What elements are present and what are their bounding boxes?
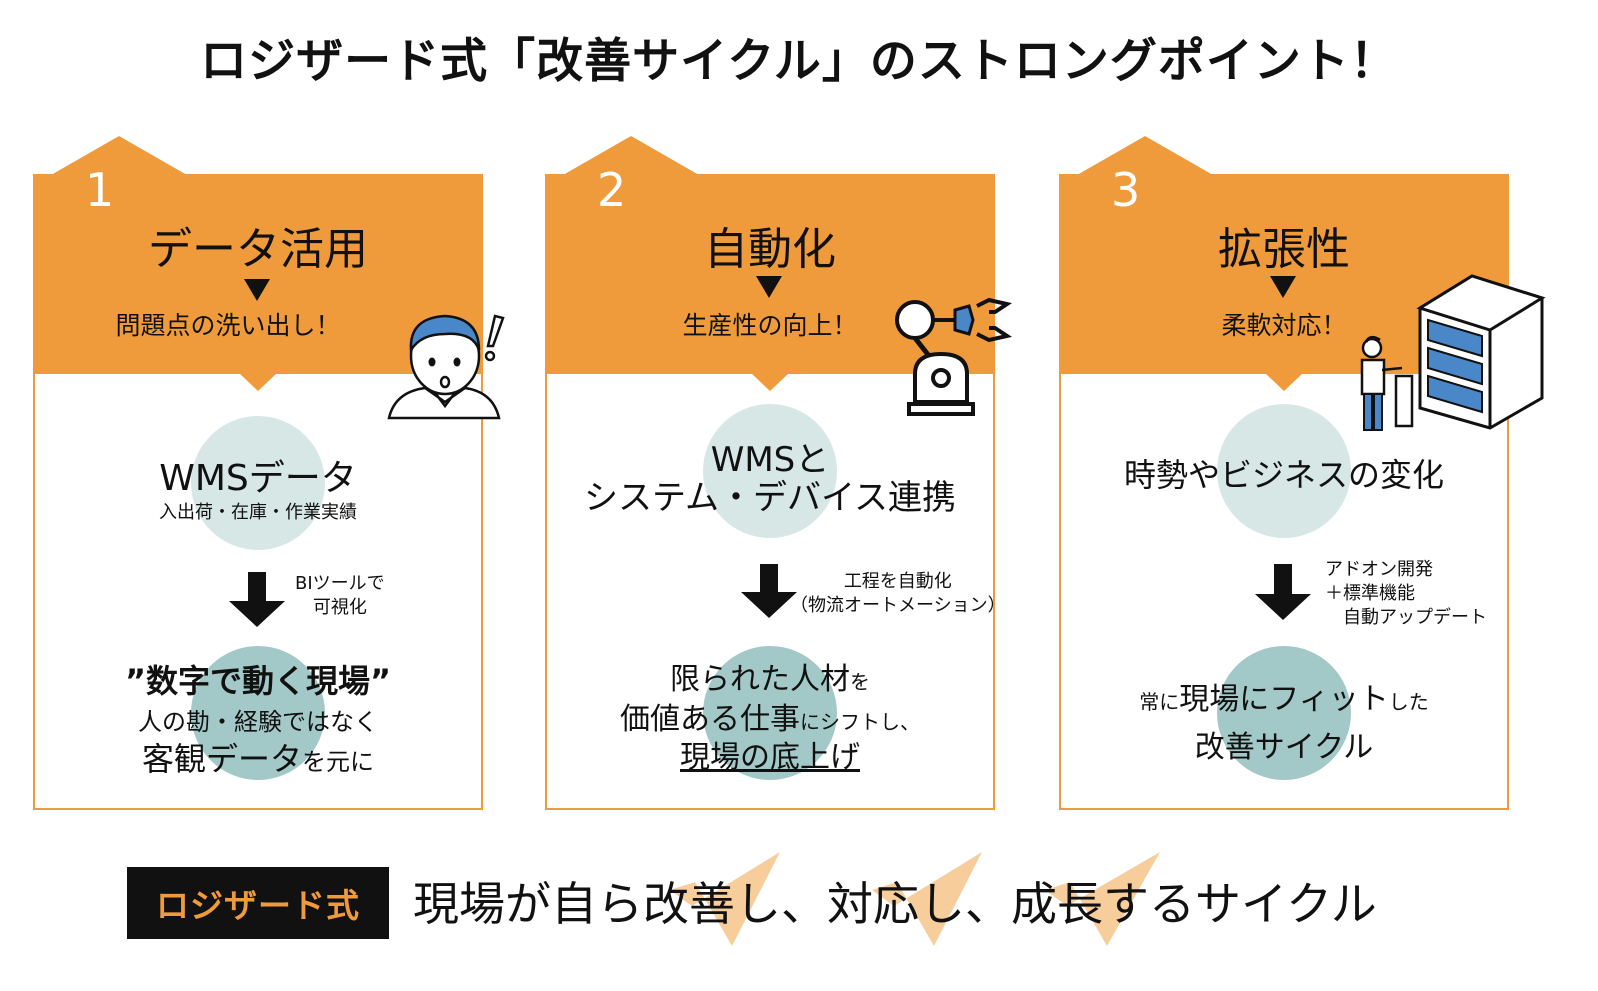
card-heading: データ活用 [148,224,368,275]
suffix-text: した [1388,690,1429,714]
suffix-text: にシフトし、 [800,710,920,734]
circle-top [703,404,837,538]
card-header [33,174,483,374]
bottom-text-line: 常に現場にフィットした [1059,674,1509,718]
top-sub-text: 入出荷・在庫・作業実績 [159,502,357,523]
arrow-note-line: アドオン開発 [1325,559,1433,580]
card-data-utilization: 1 データ活用 問題点の洗い出し！ WMSデータ 入出荷・在庫・作業実績 BIツ… [33,136,483,816]
header-notch [752,374,788,391]
card-extensibility: 3 拡張性 柔軟対応！ 時勢やビジネスの変化 アドオン開発 ＋標準機能 自動アッ… [1059,136,1509,816]
arrow-note-line: 工程を自動化 [843,571,952,592]
arrow-note-line: BIツールで [295,573,385,594]
arrow-note: 工程を自動化 （物流オートメーション） [790,570,1006,618]
card-number: 2 [597,163,627,217]
top-main-text: WMSデータ [159,458,357,499]
circle-bottom [1217,646,1351,780]
emphasis-text: 現場にフィット [1179,682,1389,717]
bottom-text-line: ”数字で動く現場” [124,662,392,700]
card-automation: 2 自動化 生産性の向上！ WMSと システム・デバイス連携 工程を自動化 （物… [545,136,1006,816]
arrow-note-line: 可視化 [312,597,367,618]
suffix-text: を [850,670,870,694]
bottom-text-line: 客観データを元に [33,734,483,780]
suffix-text: を元に [302,748,374,776]
surprised-person-icon [387,314,505,420]
card-subheading: 問題点の洗い出し！ [115,311,341,340]
card-heading: 自動化 [704,224,836,275]
arrow-note-line: （物流オートメーション） [790,595,1006,616]
brand-badge: ロジザード式 [127,867,389,939]
card-number: 3 [1111,163,1141,217]
bottom-text-line: 現場の底上げ [680,740,860,775]
down-triangle-icon [244,279,270,301]
circle-bottom [191,646,325,780]
emphasis-text: 客観データ [141,740,302,778]
down-triangle-icon [1270,276,1296,298]
emphasis-text: 価値ある仕事 [620,702,800,737]
header-notch [1266,374,1302,391]
server-rack-icon [1360,274,1546,431]
arrow-note-line: 自動アップデート [1343,607,1487,628]
card-subheading: 柔軟対応！ [1221,311,1347,340]
bottom-text-line: 人の勘・経験ではなく [138,708,378,736]
arrow-note: BIツールで 可視化 [295,572,385,620]
prefix-text: 常に [1139,690,1180,714]
circle-bottom [703,646,837,780]
card-tab [1077,136,1213,175]
header-notch [240,374,276,391]
down-arrow-icon [741,592,797,618]
bottom-text-line: 価値ある仕事にシフトし、 [545,694,995,738]
card-number: 1 [85,163,115,217]
down-arrow-stem [760,564,778,594]
bottom-text-line: 改善サイクル [1194,730,1374,765]
bottom-text-line: 限られた人材を [545,654,995,698]
down-arrow-icon [229,601,285,627]
down-arrow-stem [248,572,266,602]
tagline: 現場が自ら改善し、対応し、成長するサイクル [413,877,1377,931]
down-arrow-icon [1255,594,1311,620]
top-main-text: 時勢やビジネスの変化 [1123,456,1444,494]
down-arrow-stem [1274,564,1292,594]
arrow-note-line: ＋標準機能 [1325,583,1415,604]
top-text-line: WMSと [710,440,830,480]
card-subheading: 生産性の向上！ [682,311,858,340]
emphasis-text: 限られた人材 [670,662,850,697]
top-text-line: システム・デバイス連携 [584,478,956,518]
down-triangle-icon [756,276,782,298]
checkmark-decoration [670,852,1160,946]
card-tab [563,136,699,175]
circle-top [191,416,325,550]
card-tab [51,136,187,175]
card-heading: 拡張性 [1218,224,1350,275]
page-title: ロジザード式「改善サイクル」のストロングポイント！ [200,34,1398,89]
circle-top [1217,404,1351,538]
arrow-note: アドオン開発 ＋標準機能 自動アップデート [1325,558,1487,630]
robot-arm-icon [895,297,1013,416]
